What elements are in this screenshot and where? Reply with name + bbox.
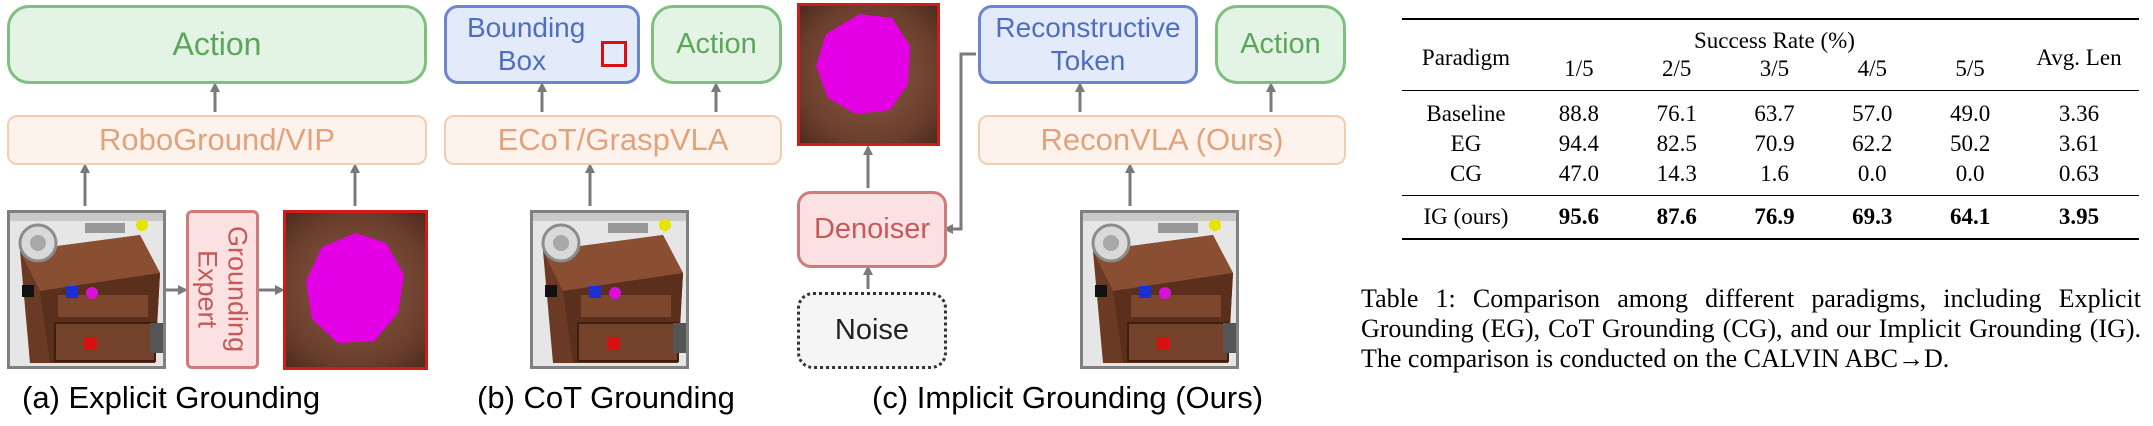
target-crop-image-c [797,3,940,146]
target-crop-image-a [283,210,428,370]
robot-scene-image-c [1080,210,1239,369]
table-row: Baseline 88.8 76.1 63.7 57.0 49.0 3.36 [1426,101,2100,126]
table-caption: Table 1: Comparison among different para… [1361,284,2141,373]
reconstructive-token-label: Reconstructive Token [995,12,1181,76]
scene-drawing-a [10,213,163,366]
table-row: CG 47.0 14.3 1.6 0.0 0.0 0.63 [1402,159,2139,196]
results-table: Paradigm Success Rate (%) Avg. Len 1/5 2… [1402,18,2139,240]
grounding-expert-box: Grounding Expert [186,210,259,369]
caption-c: (c) Implicit Grounding (Ours) [872,380,1264,415]
model-label-b: ECoT/GraspVLA [497,122,729,157]
denoiser-label: Denoiser [813,213,931,245]
robot-scene-image-a [7,210,166,369]
action-label-c: Action [1240,28,1321,60]
caption-b: (b) CoT Grounding [477,380,735,415]
col-header-4-5: 4/5 [1857,56,1887,81]
arrow-c-token-to-denoiser [943,52,976,234]
col-header-3-5: 3/5 [1759,56,1790,81]
bounding-box-output: Bounding Box [444,5,640,84]
action-label-b: Action [676,28,757,60]
caption-a: (a) Explicit Grounding [22,380,321,415]
group-header-success-rate: Success Rate (%) [1694,28,1855,53]
grounding-expert-label: Grounding Expert [192,226,253,353]
model-label-a: RoboGround/VIP [98,122,336,157]
noise-box: Noise [797,292,947,369]
target-object-a [306,233,404,343]
robot-scene-image-b [530,210,689,369]
reconstructive-token-box: Reconstructive Token [978,5,1198,84]
action-label-a: Action [172,26,262,62]
col-header-5-5: 5/5 [1955,56,1985,81]
model-box-ecot: ECoT/GraspVLA [444,115,782,165]
action-box-a: Action [7,5,427,84]
model-box-roboground: RoboGround/VIP [7,115,427,165]
model-label-c: ReconVLA (Ours) [1040,122,1284,157]
bounding-box-label: Bounding Box [467,12,586,76]
col-header-2-5: 2/5 [1662,56,1692,81]
model-box-reconvla: ReconVLA (Ours) [978,115,1346,165]
table-row-ours: IG (ours) 95.6 87.6 76.9 69.3 64.1 3.95 [1402,196,2139,239]
scene-drawing-b [533,213,686,366]
denoiser-box: Denoiser [797,191,947,268]
scene-drawing-c [1083,213,1236,366]
noise-label: Noise [834,314,910,346]
col-header-paradigm: Paradigm [1421,45,1511,70]
action-box-b: Action [651,5,782,84]
col-header-1-5: 1/5 [1564,56,1594,81]
target-object-c [816,14,910,114]
table-row: EG 94.4 82.5 70.9 62.2 50.2 3.61 [1450,131,2100,156]
action-box-c: Action [1215,5,1346,84]
bbox-square-icon [601,41,627,67]
col-header-avg-len: Avg. Len [2036,45,2122,70]
